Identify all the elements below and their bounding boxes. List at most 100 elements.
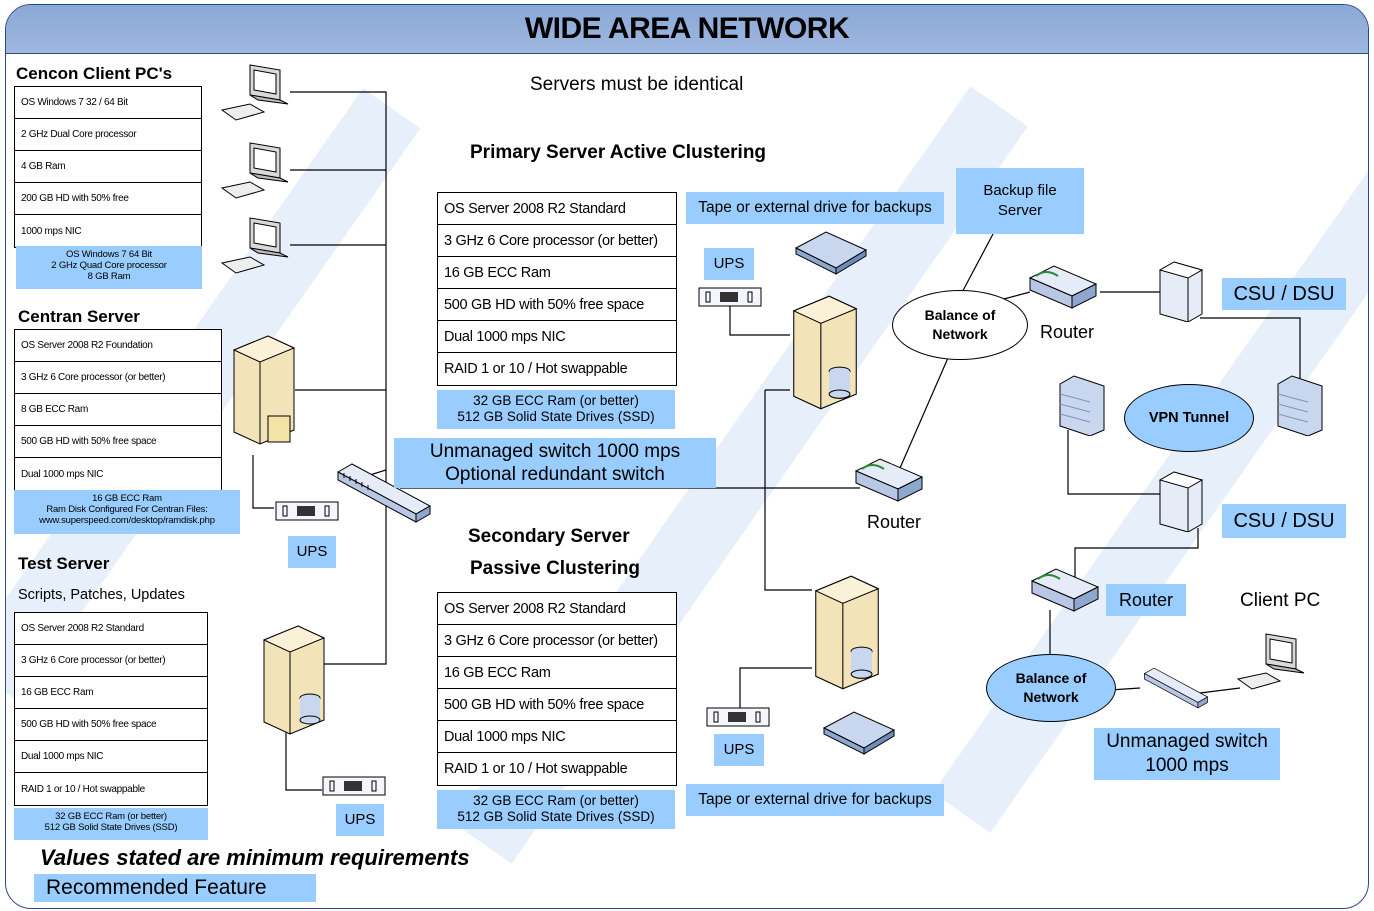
spec-row: OS Windows 7 32 / 64 Bit	[15, 87, 201, 119]
spec-row: 4 GB Ram	[15, 151, 201, 183]
spec-row: 500 GB HD with 50% free space	[438, 689, 676, 721]
recommended-line: 2 GHz Quad Core processor	[51, 260, 167, 271]
spec-row: Dual 1000 mps NIC	[21, 468, 104, 480]
recommended-line: 32 GB ECC Ram (or better)	[473, 393, 639, 408]
ups-label: UPS	[704, 248, 754, 280]
servers-identical-note: Servers must be identical	[530, 74, 744, 95]
spec-row: 16 GB ECC Ram	[438, 657, 676, 689]
switch-line: Optional redundant switch	[445, 464, 665, 485]
client-pcs-recommended: OS Windows 7 64 Bit 2 GHz Quad Core proc…	[16, 246, 202, 289]
recommended-line: 32 GB ECC Ram (or better)	[55, 811, 167, 822]
backup-server-line: Backup file	[983, 182, 1057, 199]
spec-row: OS Server 2008 R2 Foundation	[15, 330, 221, 362]
vpn-tunnel-node: VPN Tunnel	[1124, 384, 1254, 452]
spec-row: 16 GB ECC Ram	[438, 257, 676, 289]
spec-row: 500 GB HD with 50% free space	[15, 709, 207, 741]
router-icon	[854, 458, 924, 502]
balance-line: Network	[1023, 689, 1079, 705]
primary-server-heading: Primary Server Active Clustering	[470, 142, 767, 163]
balance-line: Balance of	[1015, 670, 1087, 686]
client-pc-icon	[1236, 633, 1305, 690]
spec-row: 3 GHz 6 Core processor (or better)	[438, 225, 676, 257]
router-icon	[1028, 265, 1098, 309]
csu-dsu-label: CSU / DSU	[1222, 278, 1346, 310]
ups-device-icon	[275, 501, 339, 521]
tape-drive-icon	[822, 711, 896, 755]
client-pc-label: Client PC	[1240, 590, 1321, 611]
csu-dsu-device-icon	[1158, 261, 1204, 322]
spec-row: Dual 1000 mps NIC	[438, 321, 676, 353]
network-switch-icon	[336, 463, 432, 523]
spec-row: 8 GB ECC Ram	[15, 394, 221, 426]
switch-line: 1000 mps	[1145, 755, 1229, 776]
recommended-line: 16 GB ECC Ram	[92, 493, 162, 504]
spec-row: 16 GB ECC Ram	[15, 677, 207, 709]
recommended-line: 512 GB Solid State Drives (SSD)	[457, 409, 655, 424]
balance-line: Network	[932, 326, 988, 342]
ups-device-icon	[322, 776, 386, 796]
centran-server-icon	[232, 335, 296, 445]
client-pcs-heading: Cencon Client PC's	[16, 64, 173, 83]
spec-row: 200 GB HD with 50% free	[15, 183, 201, 215]
ups-device-icon	[698, 287, 762, 307]
ups-label: UPS	[288, 536, 336, 568]
spec-row: OS Server 2008 R2 Standard	[438, 593, 676, 625]
balance-of-network-node: Balance of Network	[986, 654, 1116, 722]
primary-server-recommended: 32 GB ECC Ram (or better) 512 GB Solid S…	[437, 390, 675, 429]
spec-row: 1000 mps NIC	[21, 225, 82, 237]
spec-row: Dual 1000 mps NIC	[15, 741, 207, 773]
network-switch-icon	[1143, 667, 1209, 709]
primary-server-spec-table: OS Server 2008 R2 Standard 3 GHz 6 Core …	[437, 192, 677, 386]
switch-line: Unmanaged switch	[1106, 731, 1268, 752]
ups-label: UPS	[714, 734, 764, 766]
centran-server-recommended: 16 GB ECC Ram Ram Disk Configured For Ce…	[14, 490, 240, 534]
spec-row: 3 GHz 6 Core processor (or better)	[15, 645, 207, 677]
backup-file-server: Backup file Server	[956, 168, 1084, 234]
balance-of-network-node: Balance of Network	[892, 290, 1028, 360]
spec-row: RAID 1 or 10 / Hot swappable	[21, 783, 145, 795]
spec-row: Dual 1000 mps NIC	[438, 721, 676, 753]
recommended-line: www.superspeed.com/desktop/ramdisk.php	[39, 515, 215, 526]
firewall-icon	[1277, 375, 1323, 436]
centran-server-heading: Centran Server	[18, 307, 140, 326]
recommended-line: Ram Disk Configured For Centran Files:	[46, 504, 208, 515]
ups-device-icon	[706, 707, 770, 727]
secondary-server-heading-2: Passive Clustering	[470, 558, 641, 579]
secondary-server-heading-1: Secondary Server	[468, 526, 630, 547]
secondary-server-icon	[814, 575, 880, 690]
recommended-line: 8 GB Ram	[87, 271, 131, 282]
csu-dsu-label: CSU / DSU	[1222, 504, 1346, 538]
spec-row: RAID 1 or 10 / Hot swappable	[444, 361, 628, 377]
spec-row: 3 GHz 6 Core processor (or better)	[438, 625, 676, 657]
recommended-line: 32 GB ECC Ram (or better)	[473, 793, 639, 808]
spec-row: OS Server 2008 R2 Standard	[15, 613, 207, 645]
spec-row: 3 GHz 6 Core processor (or better)	[15, 362, 221, 394]
spec-row: 500 GB HD with 50% free space	[15, 426, 221, 458]
spec-row: 500 GB HD with 50% free space	[438, 289, 676, 321]
primary-server-icon	[792, 295, 858, 410]
spec-row: RAID 1 or 10 / Hot swappable	[444, 761, 628, 777]
tape-drive-icon	[794, 231, 868, 275]
ups-label: UPS	[336, 804, 384, 836]
client-pcs-spec-table: OS Windows 7 32 / 64 Bit 2 GHz Dual Core…	[14, 86, 202, 248]
diagram-frame: WIDE AREA NETWORK	[5, 4, 1369, 909]
test-server-recommended: 32 GB ECC Ram (or better) 512 GB Solid S…	[14, 808, 208, 840]
primary-backup-label: Tape or external drive for backups	[686, 192, 944, 224]
balance-line: Balance of	[924, 307, 996, 323]
client-pc-icon	[220, 217, 289, 274]
router-icon	[1030, 568, 1100, 612]
client-pc-icon	[220, 142, 289, 199]
router-label: Router	[1106, 584, 1186, 616]
secondary-server-spec-table: OS Server 2008 R2 Standard 3 GHz 6 Core …	[437, 592, 677, 786]
switch-line: Unmanaged switch 1000 mps	[429, 441, 681, 462]
test-server-subheading: Scripts, Patches, Updates	[18, 587, 185, 603]
secondary-server-recommended: 32 GB ECC Ram (or better) 512 GB Solid S…	[437, 790, 675, 829]
spec-row: OS Server 2008 R2 Standard	[438, 193, 676, 225]
test-server-spec-table: OS Server 2008 R2 Standard 3 GHz 6 Core …	[14, 612, 208, 806]
test-server-heading: Test Server	[18, 554, 110, 573]
secondary-backup-label: Tape or external drive for backups	[686, 784, 944, 816]
main-switch-label: Unmanaged switch 1000 mps Optional redun…	[394, 438, 716, 488]
minimum-requirements-note: Values stated are minimum requirements	[40, 845, 470, 870]
client-pc-icon	[220, 64, 289, 121]
